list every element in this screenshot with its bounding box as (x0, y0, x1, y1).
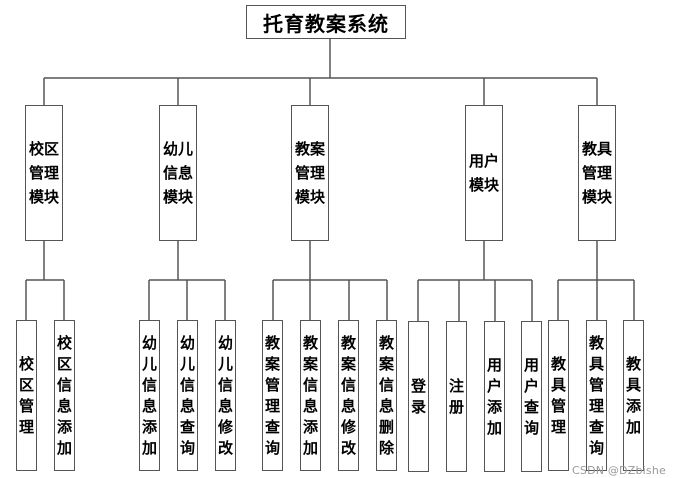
leaf-node: 校区管理 (16, 320, 37, 471)
module-label: 校区管理模块 (28, 140, 59, 206)
leaf-label: 幼儿信息添加 (141, 333, 157, 457)
leaf-node: 用户查询 (521, 321, 542, 472)
leaf-label: 注册 (448, 376, 464, 416)
leaf-node: 教具管理查询 (586, 320, 607, 471)
leaf-label: 幼儿信息查询 (179, 333, 195, 457)
module-label: 教具管理模块 (581, 140, 612, 206)
leaf-label: 用户添加 (486, 355, 502, 437)
leaf-label: 教案信息修改 (340, 333, 356, 457)
module-user: 用户模块 (465, 105, 503, 241)
leaf-node: 校区信息添加 (54, 320, 75, 471)
leaf-node: 教案管理查询 (262, 320, 283, 471)
root-title: 托育教案系统 (263, 11, 389, 36)
module-label: 教案管理模块 (294, 140, 325, 206)
leaf-label: 教案信息删除 (378, 333, 394, 457)
module-child-info: 幼儿信息模块 (159, 105, 197, 241)
leaf-node: 教案信息修改 (338, 320, 359, 471)
watermark: CSDN @DZbishe (572, 464, 666, 477)
leaf-label: 教具添加 (625, 354, 641, 436)
leaf-node: 幼儿信息查询 (177, 320, 198, 471)
leaf-label: 教具管理 (550, 354, 566, 436)
module-label: 用户模块 (468, 152, 499, 194)
leaf-node: 教案信息添加 (300, 320, 321, 471)
leaf-node: 登录 (408, 321, 429, 472)
leaf-label: 校区管理 (18, 354, 34, 436)
leaf-label: 登录 (410, 376, 426, 416)
module-lesson-plan: 教案管理模块 (291, 105, 329, 241)
leaf-label: 校区信息添加 (56, 333, 72, 457)
root-node: 托育教案系统 (246, 5, 406, 39)
module-campus: 校区管理模块 (25, 105, 63, 241)
leaf-node: 教具添加 (623, 320, 644, 471)
leaf-node: 幼儿信息修改 (215, 320, 236, 471)
leaf-label: 教案信息添加 (302, 333, 318, 457)
module-label: 幼儿信息模块 (162, 140, 193, 206)
leaf-label: 教具管理查询 (588, 333, 604, 457)
leaf-node: 用户添加 (484, 321, 505, 472)
leaf-node: 教案信息删除 (376, 320, 397, 471)
leaf-node: 注册 (446, 321, 467, 472)
leaf-label: 教案管理查询 (264, 333, 280, 457)
leaf-node: 幼儿信息添加 (139, 320, 160, 471)
module-teaching-aid: 教具管理模块 (578, 105, 616, 241)
leaf-label: 用户查询 (523, 355, 539, 437)
leaf-label: 幼儿信息修改 (217, 333, 233, 457)
leaf-node: 教具管理 (548, 320, 569, 471)
